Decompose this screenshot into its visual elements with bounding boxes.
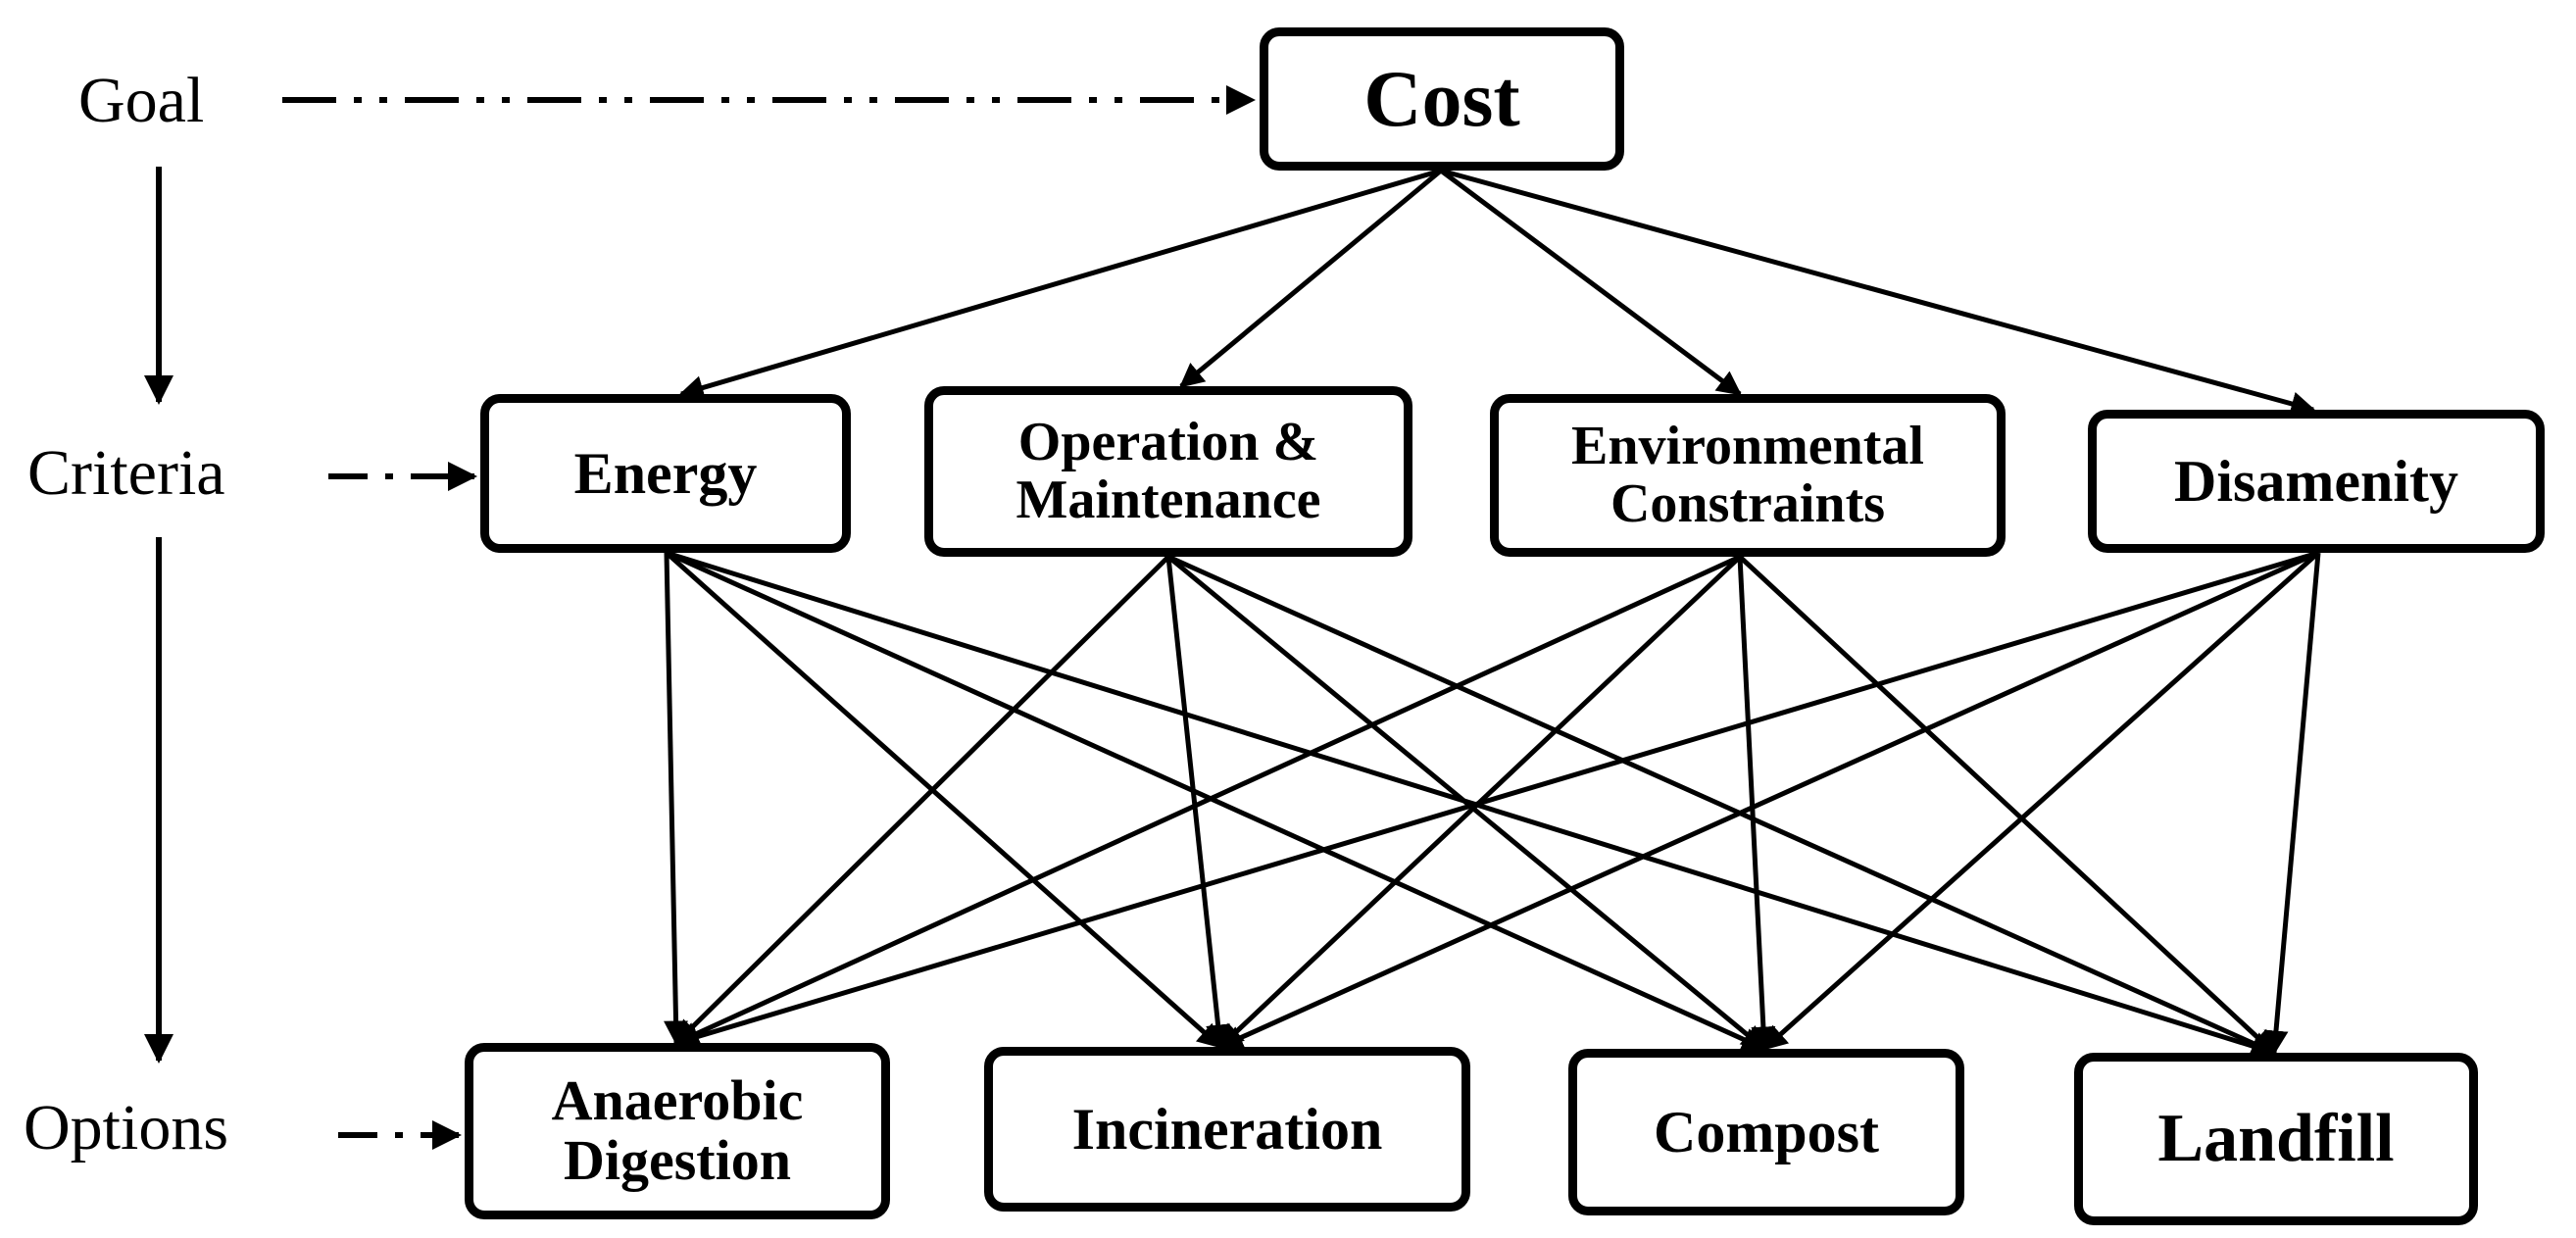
criteria-2-to-option-3-arrow: [1738, 555, 2276, 1055]
option-node-label: Anaerobic Digestion: [551, 1068, 804, 1192]
level-label-criteria: Criteria: [27, 437, 225, 509]
level-label-options: Options: [24, 1092, 229, 1164]
criteria-0-to-option-2-arrow: [665, 550, 1767, 1052]
option-node-label: Incineration: [1071, 1096, 1383, 1162]
goal-to-criteria-arrow-2: [1439, 168, 1743, 397]
criteria-node-label: Operation & Maintenance: [1016, 412, 1321, 530]
option-node-label: Landfill: [2157, 1101, 2395, 1177]
criteria-node-label: Disamenity: [2174, 448, 2458, 514]
option-node-compost: Compost: [1568, 1049, 1964, 1215]
goal-node-cost: Cost: [1260, 27, 1624, 171]
criteria-3-to-option-2-arrow: [1762, 551, 2320, 1051]
option-node-incineration: Incineration: [984, 1047, 1470, 1212]
criteria-3-to-option-3-arrow: [2263, 552, 2321, 1056]
criteria-2-to-option-0-arrow: [673, 554, 1742, 1046]
criteria-0-to-option-0-arrow: [664, 552, 689, 1046]
option-node-landfill: Landfill: [2074, 1053, 2478, 1225]
criteria-0-to-option-3-arrow: [666, 550, 2277, 1059]
criteria-node-environmental-constraints: Environmental Constraints: [1490, 394, 2006, 557]
goal-node-label: Cost: [1363, 53, 1520, 143]
goal-to-criteria-arrow-1: [1179, 169, 1443, 388]
criteria-node-operation-maintenance: Operation & Maintenance: [924, 386, 1412, 557]
goal-to-criteria-arrow-0: [678, 168, 1442, 400]
criteria-node-label: Energy: [573, 440, 758, 506]
criteria-3-to-option-0-arrow: [673, 550, 2319, 1049]
level-label-goal: Goal: [78, 65, 205, 136]
option-node-label: Compost: [1653, 1099, 1879, 1164]
criteria-node-label: Environmental Constraints: [1571, 416, 1924, 534]
criteria-1-to-option-3-arrow: [1166, 554, 2277, 1056]
criteria-1-to-option-2-arrow: [1166, 555, 1766, 1051]
criteria-node-disamenity: Disamenity: [2088, 410, 2545, 553]
criteria-3-to-option-1-arrow: [1217, 550, 2320, 1050]
criteria-node-energy: Energy: [480, 394, 851, 553]
goal-to-criteria-arrow-3: [1440, 168, 2316, 417]
criteria-0-to-option-1-arrow: [665, 551, 1222, 1049]
option-node-anaerobic-digestion: Anaerobic Digestion: [465, 1043, 890, 1219]
criteria-1-to-option-1-arrow: [1165, 556, 1231, 1050]
criteria-1-to-option-0-arrow: [674, 555, 1170, 1045]
edge-group: [144, 85, 2321, 1150]
criteria-2-to-option-2-arrow: [1737, 556, 1776, 1052]
